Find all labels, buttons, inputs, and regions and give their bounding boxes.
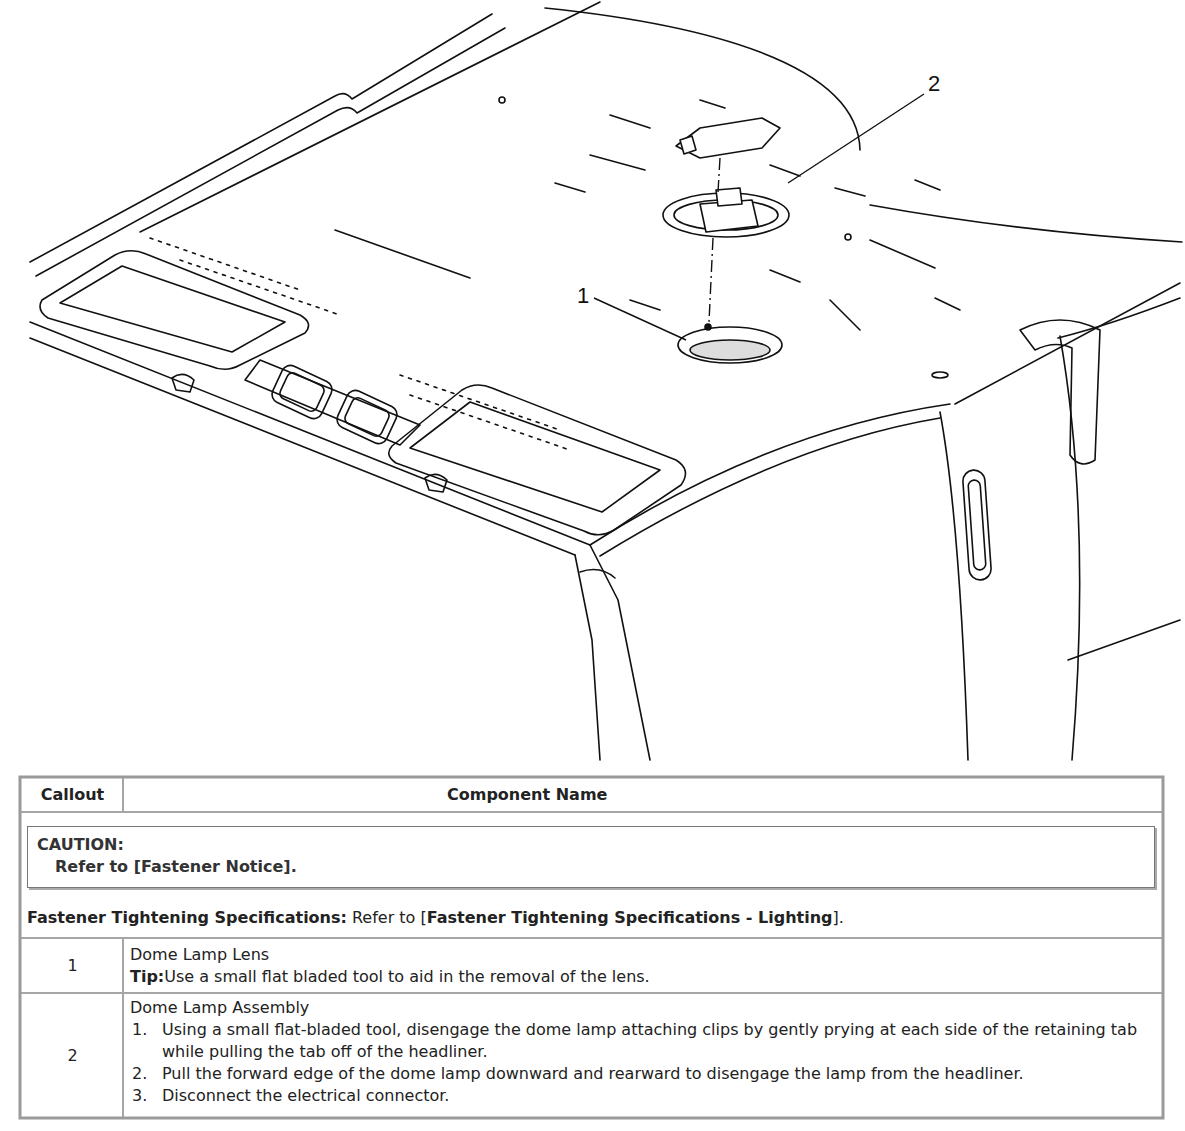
assembly-path — [709, 158, 720, 322]
headliner-contour — [335, 100, 960, 330]
table-header: Component Name — [447, 784, 607, 806]
roof-contour — [870, 205, 1182, 242]
headliner-hole — [499, 97, 505, 103]
pillar-slot — [968, 480, 986, 571]
header-edge — [590, 404, 950, 545]
header-edge — [600, 418, 940, 556]
spec-note: Refer to [ — [352, 907, 427, 929]
dome-lamp — [663, 118, 789, 363]
console-lamp — [334, 387, 400, 446]
leader-line — [788, 94, 924, 183]
console-lamp — [269, 362, 335, 421]
caution-text: Refer to [Fastener Notice]. — [37, 856, 1145, 878]
table-rule — [20, 811, 1163, 813]
table-rule — [122, 938, 124, 1118]
visor-clip — [172, 374, 194, 392]
step-number: 3. — [132, 1085, 147, 1107]
leader-lines — [594, 94, 924, 340]
spec-link: Fastener Tightening Specifications - Lig… — [427, 907, 833, 929]
tip-text: Use a small flat bladed tool to aid in t… — [164, 966, 649, 988]
spec-note: ]. — [833, 907, 844, 929]
centre-line — [709, 238, 713, 322]
table-rule — [122, 777, 124, 812]
roof-edge — [36, 28, 505, 276]
dome-lamp-lens — [705, 324, 711, 330]
a-pillar — [575, 555, 600, 760]
callout-cell: 2 — [22, 1045, 123, 1067]
sun-visor — [40, 251, 309, 370]
headliner-illustration — [0, 0, 1185, 770]
sun-visor — [60, 266, 285, 352]
roof-edge — [1058, 298, 1180, 338]
overhead-console — [245, 360, 420, 445]
component-name: Dome Lamp Lens — [130, 944, 269, 966]
step-text: Disconnect the electrical connector. — [162, 1085, 1158, 1107]
callout-number: 1 — [577, 284, 589, 308]
dome-lamp-connector — [680, 136, 696, 154]
header-edge — [30, 322, 590, 545]
table-lines — [20, 777, 1163, 1118]
headliner-hole — [845, 234, 851, 240]
table-border — [20, 777, 1163, 1118]
a-pillar — [590, 545, 650, 760]
leader-line — [594, 298, 686, 340]
step-number: 1. — [132, 1019, 147, 1041]
header-edge — [30, 338, 575, 555]
roof-edge — [140, 2, 600, 232]
table-rule — [20, 937, 1163, 939]
a-pillar — [580, 570, 615, 578]
callout-number: 2 — [928, 72, 940, 96]
component-name: Dome Lamp Assembly — [130, 997, 309, 1019]
dome-lamp-housing — [716, 188, 742, 206]
dome-lamp-lens — [690, 340, 770, 360]
table-rule — [20, 992, 1163, 994]
visor-clip — [425, 474, 447, 492]
step-text: Pull the forward edge of the dome lamp d… — [162, 1063, 1158, 1085]
dome-lamp-lens — [678, 327, 782, 363]
headliner-outline — [30, 2, 1182, 760]
a-pillar — [940, 412, 968, 760]
dome-lamp-connector — [676, 118, 780, 158]
stitch-line — [150, 238, 570, 450]
table-header: Callout — [22, 784, 123, 806]
centre-line — [718, 158, 720, 192]
pillar-slot — [962, 469, 992, 580]
sun-visor — [389, 385, 686, 535]
sun-visor — [410, 402, 660, 512]
headliner-hole — [932, 372, 948, 378]
spec-note: Fastener Tightening Specifications: — [27, 907, 347, 929]
roof-edge — [30, 14, 492, 262]
step-text: Using a small flat-bladed tool, disengag… — [162, 1019, 1158, 1063]
caution-heading: CAUTION: — [37, 834, 1145, 856]
callout-cell: 1 — [22, 955, 123, 977]
tip-label: Tip: — [130, 966, 164, 988]
caution-box: CAUTION:Refer to [Fastener Notice]. — [27, 826, 1155, 888]
a-pillar — [1060, 336, 1080, 760]
a-pillar — [1068, 620, 1180, 660]
grab-handle — [1020, 320, 1100, 464]
step-number: 2. — [132, 1063, 147, 1085]
